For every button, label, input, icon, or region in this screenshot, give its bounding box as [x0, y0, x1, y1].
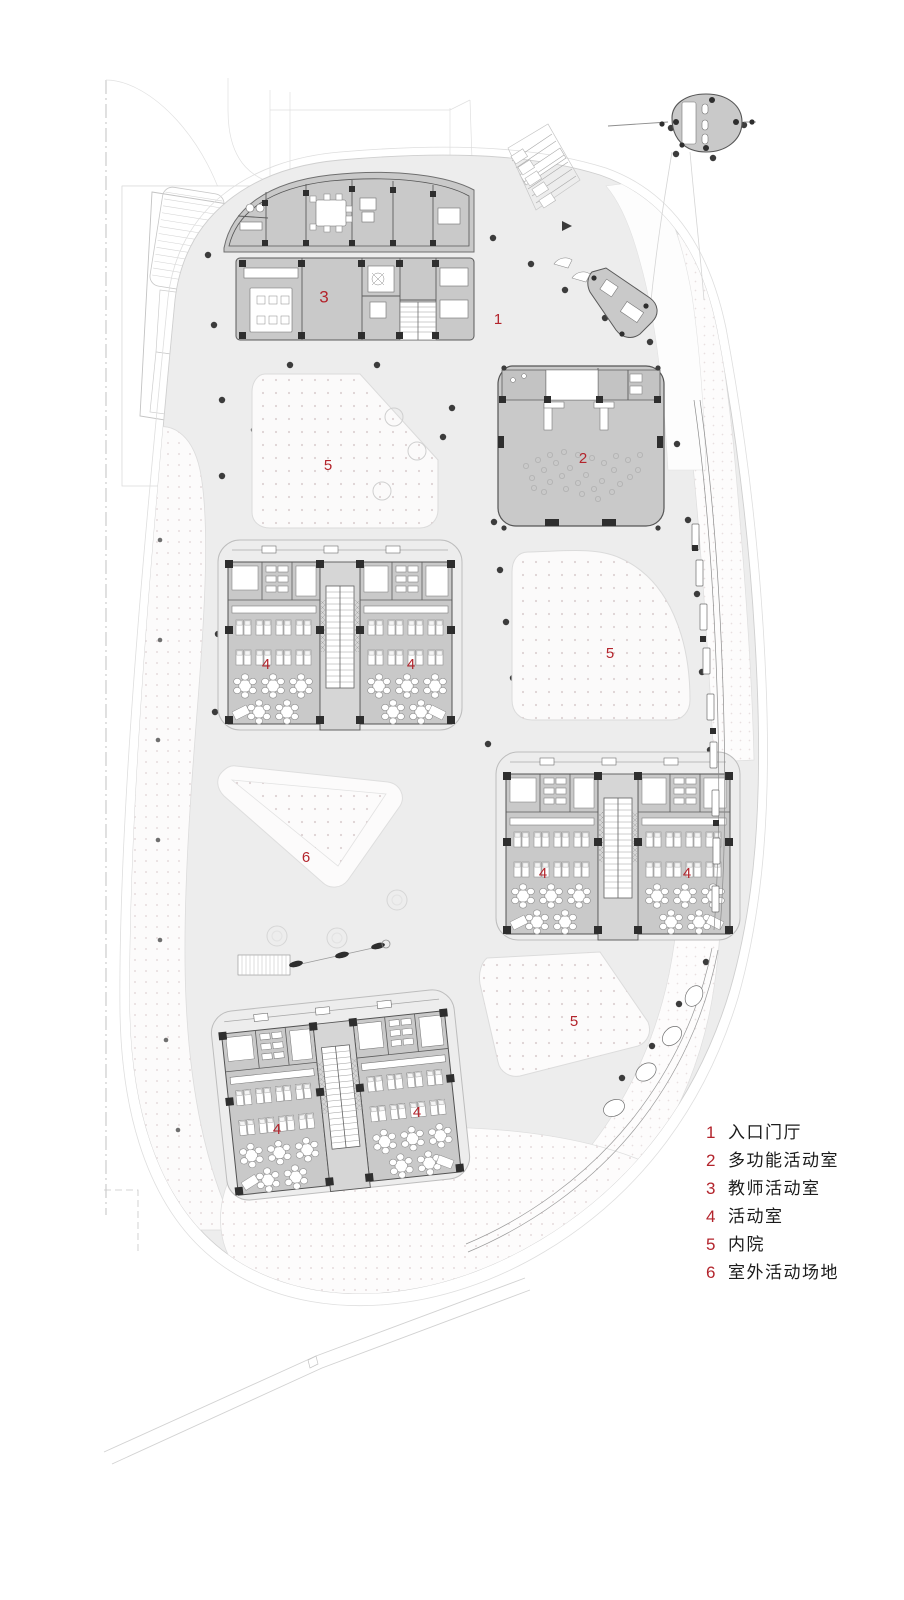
- legend-number: 2: [706, 1151, 716, 1170]
- plan-label-5a: 5: [324, 457, 332, 474]
- plan-label-5c: 5: [570, 1013, 578, 1030]
- legend-item: 6 室外活动场地: [706, 1258, 886, 1286]
- courtyard-middle-right: [511, 550, 691, 721]
- plan-label-1: 1: [494, 311, 502, 328]
- legend-label: 活动室: [728, 1207, 784, 1227]
- plan-label-3: 3: [319, 287, 328, 306]
- classroom-cluster-c: [211, 989, 470, 1201]
- building-admin-wing: [223, 171, 475, 341]
- gate-pavilion: [607, 93, 756, 311]
- legend-label: 内院: [728, 1235, 765, 1255]
- stair-core-c: [316, 1044, 363, 1150]
- plan-label-4c: 4: [539, 865, 547, 882]
- plan-label-4a: 4: [262, 656, 270, 673]
- classroom-cluster-a: [217, 539, 463, 731]
- plan-label-6: 6: [302, 849, 310, 866]
- plan-label-2: 2: [579, 450, 587, 467]
- fence-posts: [692, 545, 719, 826]
- legend-item: 4 活动室: [706, 1202, 886, 1230]
- plan-number-labels: 1 2 3 4 4 5 5 4 4 6 5 4 4: [262, 287, 691, 1137]
- legend-item: 2 多功能活动室: [706, 1146, 886, 1174]
- building-multifunction-hall: [497, 365, 665, 531]
- legend-label: 入口门厅: [728, 1123, 802, 1143]
- legend-label: 多功能活动室: [728, 1151, 839, 1171]
- stair-core-a: [320, 585, 360, 689]
- legend-label: 教师活动室: [728, 1179, 821, 1199]
- legend: 1 入口门厅 2 多功能活动室 3 教师活动室 4 活动室 5 内院 6 室外活…: [706, 1118, 886, 1286]
- legend-item: 3 教师活动室: [706, 1174, 886, 1202]
- fence-panels: [691, 523, 721, 913]
- legend-label: 室外活动场地: [728, 1263, 839, 1283]
- tree-symbols: [266, 889, 408, 949]
- entrance-stair: [507, 123, 581, 211]
- stair-admin: [399, 301, 437, 341]
- secondary-tree-dots: [155, 537, 181, 1133]
- road-marker: [307, 1355, 319, 1369]
- plan-label-5b: 5: [606, 645, 614, 662]
- site-edge-dashed: [104, 1189, 139, 1252]
- plan-label-4d: 4: [683, 865, 691, 882]
- classroom-cluster-b: [495, 751, 741, 941]
- plan-label-4b: 4: [407, 656, 415, 673]
- lower-fence-loops: [603, 985, 704, 1117]
- courtyard-lower: [479, 951, 651, 1077]
- legend-number: 4: [706, 1207, 716, 1226]
- courtyard-upper-left: [251, 373, 439, 529]
- access-road: [103, 1277, 531, 1465]
- hall-seating-dots: [523, 448, 644, 502]
- legend-number: 5: [706, 1235, 716, 1254]
- legend-number: 6: [706, 1263, 716, 1282]
- legend-item: 1 入口门厅: [706, 1118, 886, 1146]
- legend-number: 1: [706, 1123, 716, 1142]
- entry-gate: [237, 939, 391, 976]
- outdoor-play-area: [217, 765, 408, 949]
- north-arrow-icon: [562, 221, 572, 231]
- plan-label-4f: 4: [413, 1104, 421, 1121]
- legend-number: 3: [706, 1179, 716, 1198]
- stair-core-b: [598, 797, 638, 899]
- tree-dot-grid: [204, 116, 748, 1082]
- guard-house: [553, 257, 658, 338]
- site-outline: [119, 146, 768, 1307]
- legend-item: 5 内院: [706, 1230, 886, 1258]
- plan-label-4e: 4: [273, 1121, 281, 1138]
- columns: [262, 186, 436, 246]
